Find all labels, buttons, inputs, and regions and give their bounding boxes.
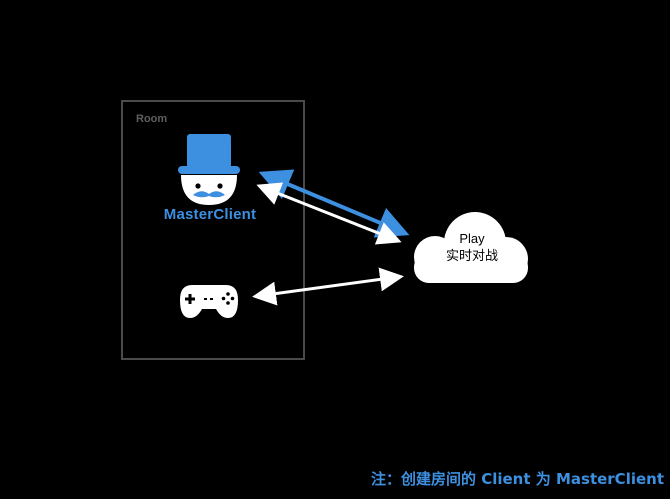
- gamepad-icon: [180, 285, 238, 318]
- cloud-label-play: Play: [459, 231, 485, 246]
- arrow-master-to-cloud: [258, 169, 410, 238]
- room-label: Room: [136, 113, 168, 125]
- master-client-label: MasterClient: [163, 206, 257, 223]
- cloud-label-realtime: 实时对战: [445, 248, 498, 263]
- cloud-label: Play 实时对战: [422, 230, 522, 264]
- footnote: 注：创建房间的 Client 为 MasterClient: [370, 470, 664, 488]
- top-hat-mascot-icon: [178, 134, 240, 205]
- arrow-cloud-to-master: [256, 182, 402, 245]
- arrow-client-cloud: [252, 267, 404, 306]
- cloud-icon: [414, 212, 528, 283]
